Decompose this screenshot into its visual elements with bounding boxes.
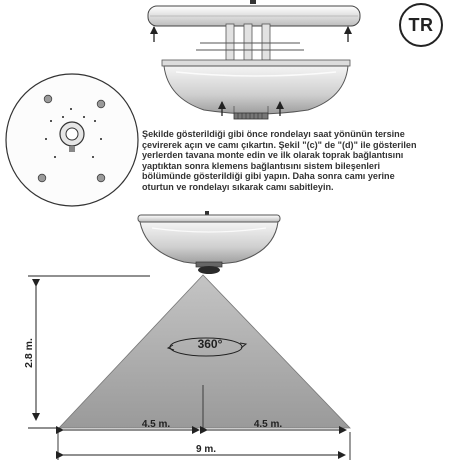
language-badge: TR [399,3,443,47]
rotation-angle-label: 360° [198,337,223,351]
coverage-cone: 360° [58,274,351,429]
height-dimension: 2.8 m. [23,275,150,429]
total-width-label: 9 m. [196,444,216,455]
base-plate-illustration [147,0,361,42]
half-width-right-label: 4.5 m. [254,419,283,430]
total-width-dimension: 9 m. [56,432,351,460]
height-label: 2.8 m. [23,338,35,368]
half-width-left-label: 4.5 m. [142,419,171,430]
assembled-sensor-illustration [137,211,281,274]
base-plate-top-view [5,73,139,207]
installation-instructions: Şekilde gösterildiği gibi önce rondelayı… [142,129,417,192]
sensor-dome-illustration [161,23,351,120]
half-width-dimensions: 4.5 m. 4.5 m. [56,419,347,434]
